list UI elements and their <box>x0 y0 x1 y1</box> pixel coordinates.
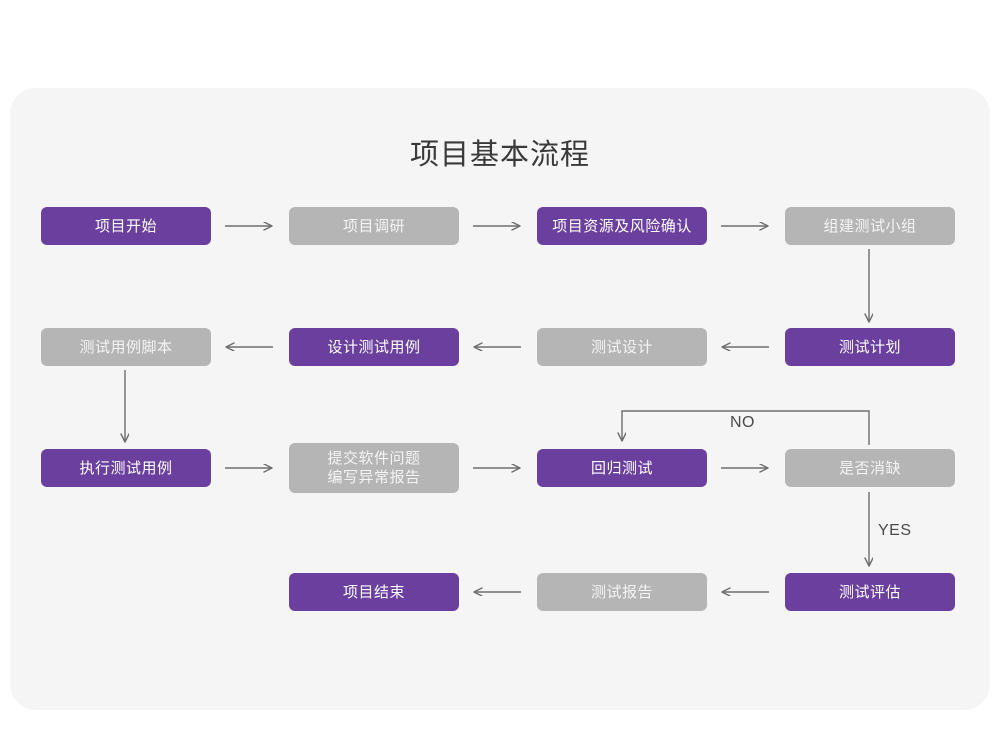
flowchart-card <box>10 88 990 710</box>
node-testcase-script[interactable]: 测试用例脚本 <box>41 328 211 366</box>
node-design-testcase[interactable]: 设计测试用例 <box>289 328 459 366</box>
node-test-report[interactable]: 测试报告 <box>537 573 707 611</box>
node-test-evaluation[interactable]: 测试评估 <box>785 573 955 611</box>
edge-label-yes: YES <box>878 522 912 539</box>
page-title: 项目基本流程 <box>409 139 590 171</box>
node-submit-issue-report[interactable]: 提交软件问题 编写异常报告 <box>289 443 459 493</box>
node-execute-testcase[interactable]: 执行测试用例 <box>41 449 211 487</box>
node-regression-test[interactable]: 回归测试 <box>537 449 707 487</box>
edge-label-no: NO <box>730 414 755 431</box>
node-form-test-team[interactable]: 组建测试小组 <box>785 207 955 245</box>
node-project-end[interactable]: 项目结束 <box>289 573 459 611</box>
node-resource-risk-confirm[interactable]: 项目资源及风险确认 <box>537 207 707 245</box>
node-project-research[interactable]: 项目调研 <box>289 207 459 245</box>
node-test-plan[interactable]: 测试计划 <box>785 328 955 366</box>
node-test-design[interactable]: 测试设计 <box>537 328 707 366</box>
node-defect-resolved[interactable]: 是否消缺 <box>785 449 955 487</box>
node-project-start[interactable]: 项目开始 <box>41 207 211 245</box>
